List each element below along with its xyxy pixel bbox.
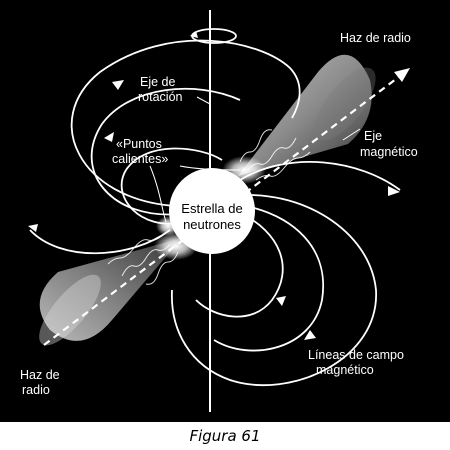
- arrow-lower-mid: [276, 296, 286, 306]
- radio-beam-top: [238, 54, 376, 176]
- neutron-star: [169, 168, 255, 254]
- beam-top-label: Haz de radio: [340, 31, 411, 45]
- field-lines-label-line2: magnético: [316, 363, 374, 377]
- beam-bottom-label-line1: Haz de: [20, 368, 60, 382]
- neutron-star-diagram: Haz de radio Eje de rotación «Puntos cal…: [0, 0, 450, 422]
- hot-spots-label-line1: «Puntos: [116, 137, 162, 151]
- arrow-upper-left: [112, 80, 124, 90]
- arrow-right-outer: [388, 186, 400, 196]
- beam-bottom-label-line2: radio: [22, 383, 50, 397]
- hot-spots-label-line2: calientes»: [112, 152, 168, 166]
- hot-spot-top: [222, 156, 266, 184]
- field-lines-label-line1: Líneas de campo: [308, 348, 404, 362]
- arrow-lower-right: [304, 330, 316, 340]
- radio-beam-bottom: [39, 238, 182, 346]
- field-line-arrows: [28, 80, 400, 340]
- arrow-upper-mid: [104, 132, 114, 142]
- magnetic-axis: [43, 75, 401, 346]
- star-label-line2: neutrones: [183, 217, 241, 232]
- magnetic-axis-label-line1: Eje: [364, 129, 382, 143]
- magnetic-axis-label-line2: magnético: [360, 145, 418, 159]
- hot-spot-left: [156, 216, 180, 236]
- rotation-axis-label-line1: Eje de: [140, 75, 175, 89]
- figure-caption: Figura 61: [189, 427, 261, 445]
- rotation-axis-label-line2: rotación: [138, 90, 183, 104]
- rotation-arrowhead-icon: [190, 31, 198, 38]
- star-label-line1: Estrella de: [181, 201, 242, 216]
- label-leaders: [149, 96, 361, 223]
- magnetic-axis-arrowhead-icon: [394, 68, 410, 82]
- arrow-left-outer: [28, 224, 38, 232]
- hot-spot-bottom: [154, 232, 198, 260]
